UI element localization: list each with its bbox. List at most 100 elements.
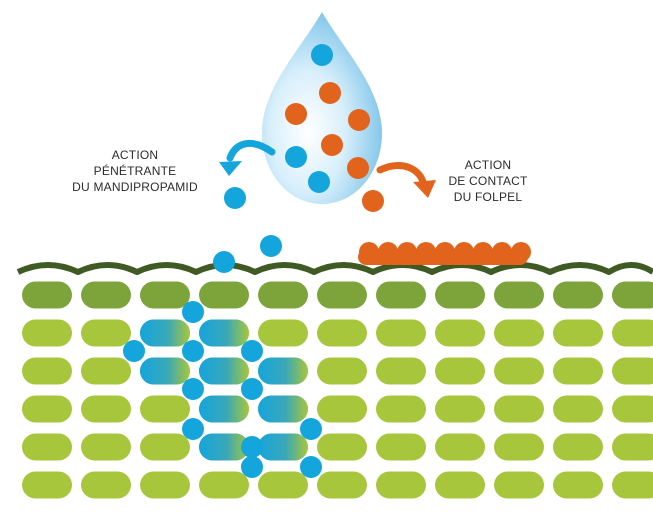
folpel-molecule [362, 190, 384, 212]
leaf-cell [81, 319, 131, 347]
mandipropamid-molecule [182, 418, 204, 440]
leaf-cell [376, 395, 426, 423]
curved-arrow-left-icon [219, 140, 276, 176]
leaf-cell [376, 281, 426, 309]
leaf-cell [81, 471, 131, 499]
label-line: DE CONTACT [448, 174, 528, 188]
leaf-cell [317, 281, 367, 309]
mandipropamid-molecule [300, 456, 322, 478]
leaf-cell [494, 319, 544, 347]
leaf-cell [140, 281, 190, 309]
leaf-cell [317, 433, 367, 461]
leaf-cell [553, 281, 603, 309]
folpel-molecule [319, 82, 341, 104]
leaf-tissue [18, 266, 653, 513]
leaf-cell [317, 395, 367, 423]
leaf-cell [435, 319, 485, 347]
label-line: ACTION [111, 148, 159, 162]
leaf-cell [553, 471, 603, 499]
leaf-cell [494, 471, 544, 499]
penetrating-action-label: ACTION PÉNÉTRANTE DU MANDIPROPAMID [55, 147, 215, 195]
leaf-cell [81, 395, 131, 423]
leaf-cell [494, 395, 544, 423]
leaf-cell [317, 319, 367, 347]
label-line: PÉNÉTRANTE [93, 164, 177, 178]
leaf-cell [81, 357, 131, 385]
folpel-molecule [347, 157, 369, 179]
leaf-cell [435, 281, 485, 309]
label-line: ACTION [464, 158, 512, 172]
folpel-particle [397, 242, 417, 262]
leaf-cell [376, 319, 426, 347]
folpel-particle [416, 242, 436, 262]
leaf-cell [376, 357, 426, 385]
mandipropamid-molecule [123, 340, 145, 362]
infused-cell [258, 395, 308, 423]
infused-cell [258, 357, 308, 385]
mandipropamid-molecule [224, 187, 246, 209]
leaf-cell [81, 281, 131, 309]
mandipropamid-molecule [285, 146, 307, 168]
infused-cell [199, 395, 249, 423]
folpel-particle [511, 242, 531, 262]
leaf-cell [435, 471, 485, 499]
mandipropamid-molecule [260, 235, 282, 257]
mandipropamid-molecule [308, 171, 330, 193]
leaf-cell [140, 395, 190, 423]
leaf-cell [553, 395, 603, 423]
leaf-cell [258, 281, 308, 309]
leaf-cell [494, 357, 544, 385]
folpel-particle [359, 242, 379, 262]
drop-molecules [285, 44, 384, 212]
leaf-cell [317, 471, 367, 499]
leaf-cell [22, 281, 72, 309]
folpel-molecule [321, 134, 343, 156]
leaf-cell [435, 433, 485, 461]
infused-cell [199, 433, 249, 461]
label-line: DU FOLPEL [453, 190, 523, 204]
leaf-cell [435, 357, 485, 385]
curved-arrow-right-icon [376, 162, 436, 198]
leaf-cell [376, 433, 426, 461]
folpel-molecule [285, 103, 307, 125]
leaf-cell [22, 319, 72, 347]
leaf-cell [317, 357, 367, 385]
leaf-cell [612, 471, 653, 499]
infused-cell [199, 319, 249, 347]
leaf-cell [22, 433, 72, 461]
mandipropamid-molecule [213, 251, 235, 273]
leaf-cell [612, 433, 653, 461]
infused-cell [258, 433, 308, 461]
leaf-cell [258, 319, 308, 347]
leaf-cell [553, 433, 603, 461]
mandipropamid-molecule [311, 44, 333, 66]
leaf-cell [258, 471, 308, 499]
leaf-cell [376, 471, 426, 499]
mandipropamid-molecule [182, 378, 204, 400]
leaf-cell [140, 433, 190, 461]
leaf-cell [612, 281, 653, 309]
contact-action-label: ACTION DE CONTACT DU FOLPEL [408, 157, 568, 205]
mandipropamid-molecules [123, 187, 322, 478]
mandipropamid-molecule [241, 456, 263, 478]
infused-cell [140, 319, 190, 347]
leaf-cell [553, 357, 603, 385]
folpel-particle [454, 242, 474, 262]
folpel-particle [435, 242, 455, 262]
leaf-cell [612, 395, 653, 423]
infused-cell [199, 357, 249, 385]
leaf-cell [612, 319, 653, 347]
leaf-cell [22, 471, 72, 499]
leaf-cell [199, 471, 249, 499]
leaf-cell [612, 357, 653, 385]
infused-cell [140, 357, 190, 385]
leaf-cell [199, 281, 249, 309]
leaf-cell [553, 319, 603, 347]
folpel-particle [492, 242, 512, 262]
mandipropamid-molecule [241, 378, 263, 400]
mandipropamid-molecule [241, 340, 263, 362]
leaf-cell [81, 433, 131, 461]
mandipropamid-molecule [241, 436, 263, 458]
